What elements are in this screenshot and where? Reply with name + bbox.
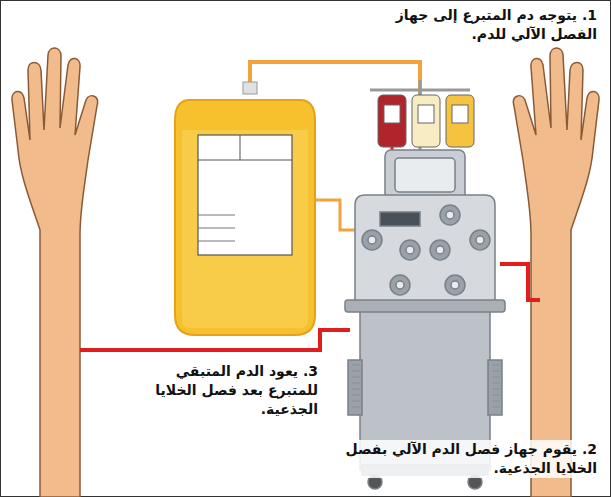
step-note: 1. يتوجه دم المتبرع إلى جهاز الفصل الآلي… [347, 6, 597, 44]
vent-line [352, 376, 360, 378]
small-bags [378, 95, 474, 147]
step-note: 2. يقوم جهاز فصل الدم الآلي بفصل الخلايا… [327, 440, 597, 478]
vent-line [492, 400, 500, 402]
collection-bag [175, 82, 315, 335]
vent-slots [352, 365, 500, 407]
left-arm [12, 48, 98, 497]
vent-line [492, 370, 500, 372]
vent-line [492, 388, 500, 390]
vent-line [352, 388, 360, 390]
vent-line [492, 376, 500, 378]
step-note: 3. يعود الدم المتبقي للمتبرع بعد فصل الخ… [128, 362, 318, 419]
vent-line [492, 406, 500, 408]
vent-line [492, 394, 500, 396]
apheresis-machine [345, 150, 505, 489]
red-tube-in [500, 264, 540, 300]
vent-line [352, 382, 360, 384]
orange-tube-2 [315, 200, 360, 230]
vent-line [352, 394, 360, 396]
vent-line [352, 364, 360, 366]
vent-line [352, 406, 360, 408]
vent-line [352, 370, 360, 372]
vent-line [352, 400, 360, 402]
vent-line [492, 382, 500, 384]
vent-line [492, 364, 500, 366]
